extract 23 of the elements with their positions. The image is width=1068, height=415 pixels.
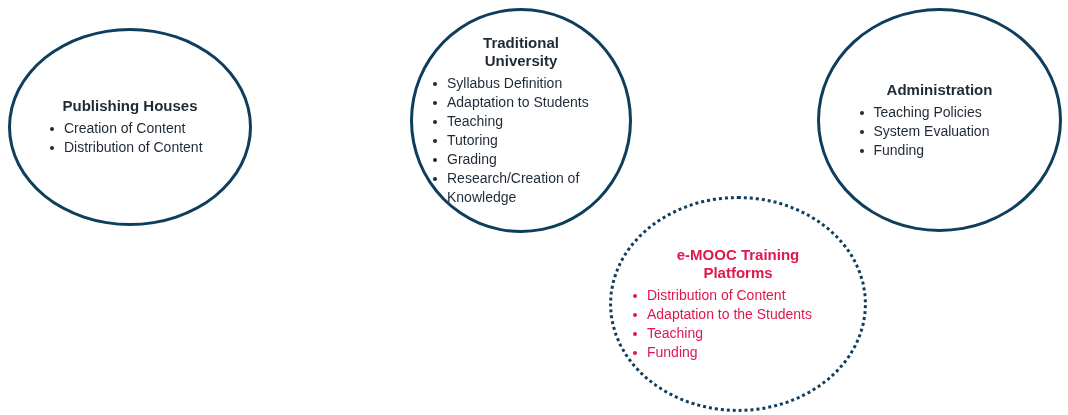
node-heading: Administration — [886, 80, 993, 99]
ellipse-node — [817, 8, 1062, 232]
bullet-item: Funding — [647, 343, 698, 362]
node-heading: Traditional University — [482, 34, 560, 70]
bullet-item: Teaching — [647, 324, 704, 343]
bullet-item: Syllabus Definition — [447, 74, 563, 93]
bullet-item: Teaching — [447, 112, 504, 131]
bullet-item: Distribution of Content — [64, 138, 203, 157]
ellipse-node — [410, 8, 632, 233]
ellipse-node — [609, 196, 867, 412]
bullet-item: Research/Creation of Knowledge — [447, 169, 581, 207]
bullet-item: Funding — [873, 140, 925, 160]
bullet-item: Creation of Content — [64, 119, 186, 138]
bullet-item: Tutoring — [447, 131, 498, 150]
node-heading: e-MOOC Training Platforms — [675, 246, 801, 282]
bullet-item: Grading — [447, 150, 497, 169]
bullet-item: Adaptation to Students — [447, 93, 589, 112]
bullet-item: Adaptation to the Students — [647, 305, 812, 324]
bullet-item: Distribution of Content — [647, 286, 786, 305]
ellipse-node — [8, 28, 252, 226]
bullet-item: System Evaluation — [873, 121, 990, 141]
node-heading: Publishing Houses — [62, 97, 198, 115]
bullet-item: Teaching Policies — [873, 102, 982, 122]
